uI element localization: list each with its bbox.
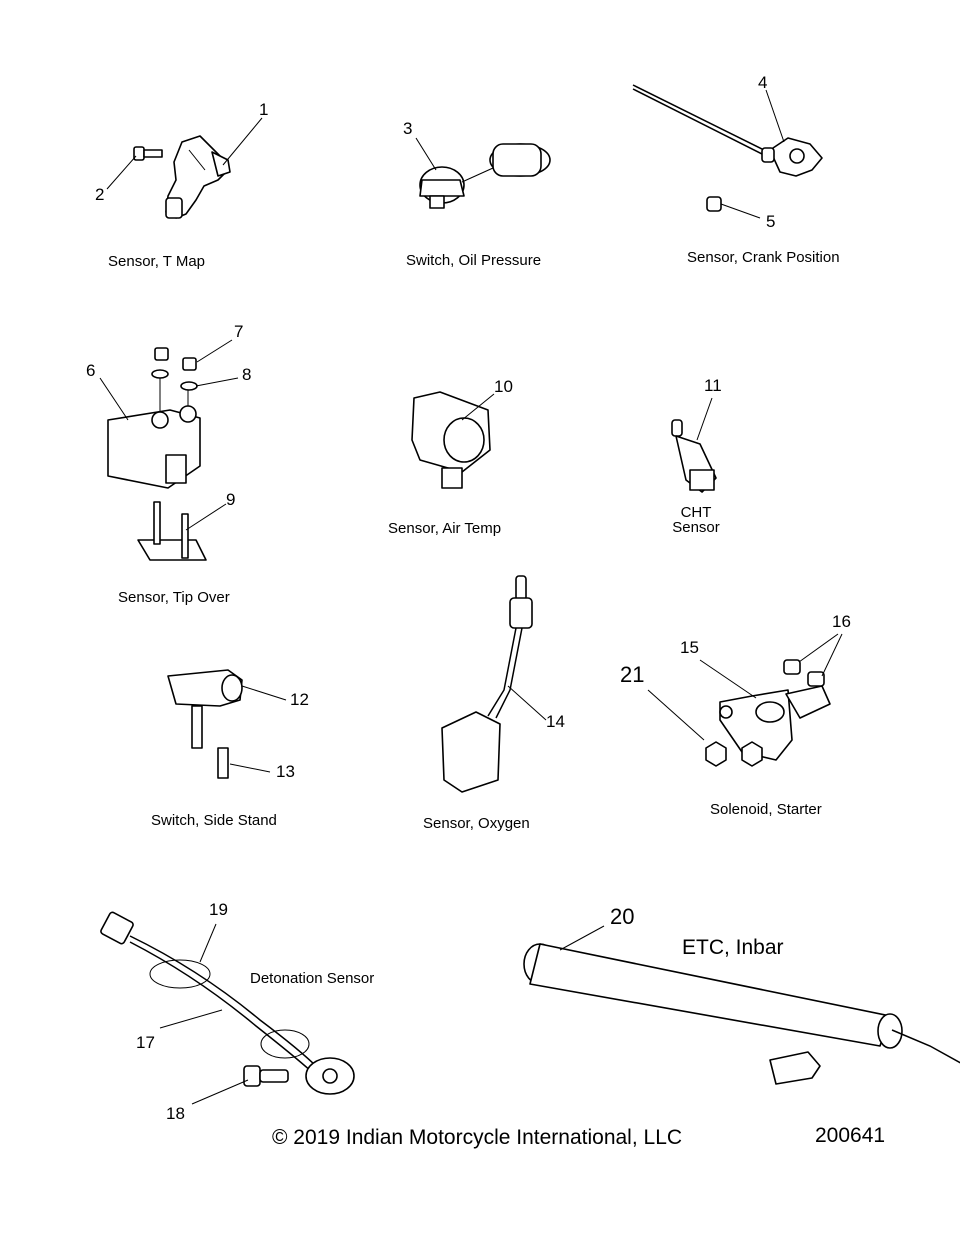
callout-10: 10	[494, 377, 513, 396]
label-t-map-sensor: Sensor, T Map	[108, 253, 206, 270]
callout-14: 14	[546, 712, 565, 731]
tip-over-sensor-part	[107, 375, 201, 489]
label-side-stand-switch: Switch, Side Stand	[151, 812, 277, 829]
callout-2: 2	[95, 185, 105, 204]
label-cht-line1: CHT	[680, 504, 712, 521]
callout-15: 15	[680, 638, 699, 657]
label-starter-solenoid: Solenoid, Starter	[710, 801, 822, 818]
t-map-sensor-part	[165, 135, 231, 219]
copyright-text: © 2019 Indian Motorcycle International, …	[272, 1126, 683, 1149]
label-tip-over-sensor: Sensor, Tip Over	[118, 589, 230, 606]
tip-over-bracket-part	[137, 501, 207, 561]
oil-pressure-switch-part	[419, 143, 551, 209]
callout-9: 9	[226, 490, 236, 509]
crank-position-sensor-part	[632, 84, 823, 177]
callout-8: 8	[242, 365, 252, 384]
callout-7: 7	[234, 322, 244, 341]
label-etc-inbar: ETC, Inbar	[682, 936, 784, 959]
callout-20: 20	[610, 904, 635, 929]
callout-4: 4	[758, 73, 768, 92]
starter-solenoid-part	[705, 685, 831, 767]
label-crank-position-sensor: Sensor, Crank Position	[687, 249, 840, 266]
oxygen-sensor-part	[441, 575, 533, 793]
detonation-sensor-part	[100, 911, 355, 1095]
solenoid-nuts-part	[783, 659, 825, 687]
document-number: 200641	[815, 1124, 886, 1147]
callout-1: 1	[259, 100, 269, 119]
air-temp-sensor-part	[411, 391, 491, 489]
callout-6: 6	[86, 361, 96, 380]
label-air-temp-sensor: Sensor, Air Temp	[388, 520, 502, 537]
label-detonation-sensor: Detonation Sensor	[250, 970, 375, 987]
label-oil-pressure-switch: Switch, Oil Pressure	[406, 252, 542, 269]
callout-5: 5	[766, 212, 776, 231]
cht-sensor-part	[671, 419, 717, 493]
callout-13: 13	[276, 762, 295, 781]
callout-21: 21	[620, 662, 645, 687]
label-cht-line2: Sensor	[672, 519, 720, 536]
callout-11: 11	[704, 376, 722, 395]
tip-over-nuts-part	[151, 347, 198, 391]
callout-17: 17	[136, 1033, 155, 1052]
callout-3: 3	[403, 119, 413, 138]
callout-19: 19	[209, 900, 228, 919]
crank-bolt-part	[706, 196, 722, 212]
callout-16: 16	[832, 612, 851, 631]
callout-12: 12	[290, 690, 309, 709]
etc-inbar-part	[523, 943, 960, 1085]
t-map-screw-part	[133, 146, 163, 161]
label-oxygen-sensor: Sensor, Oxygen	[423, 815, 530, 832]
callout-18: 18	[166, 1104, 185, 1123]
detonation-bolt-part	[243, 1065, 289, 1087]
side-stand-switch-part	[167, 669, 243, 779]
